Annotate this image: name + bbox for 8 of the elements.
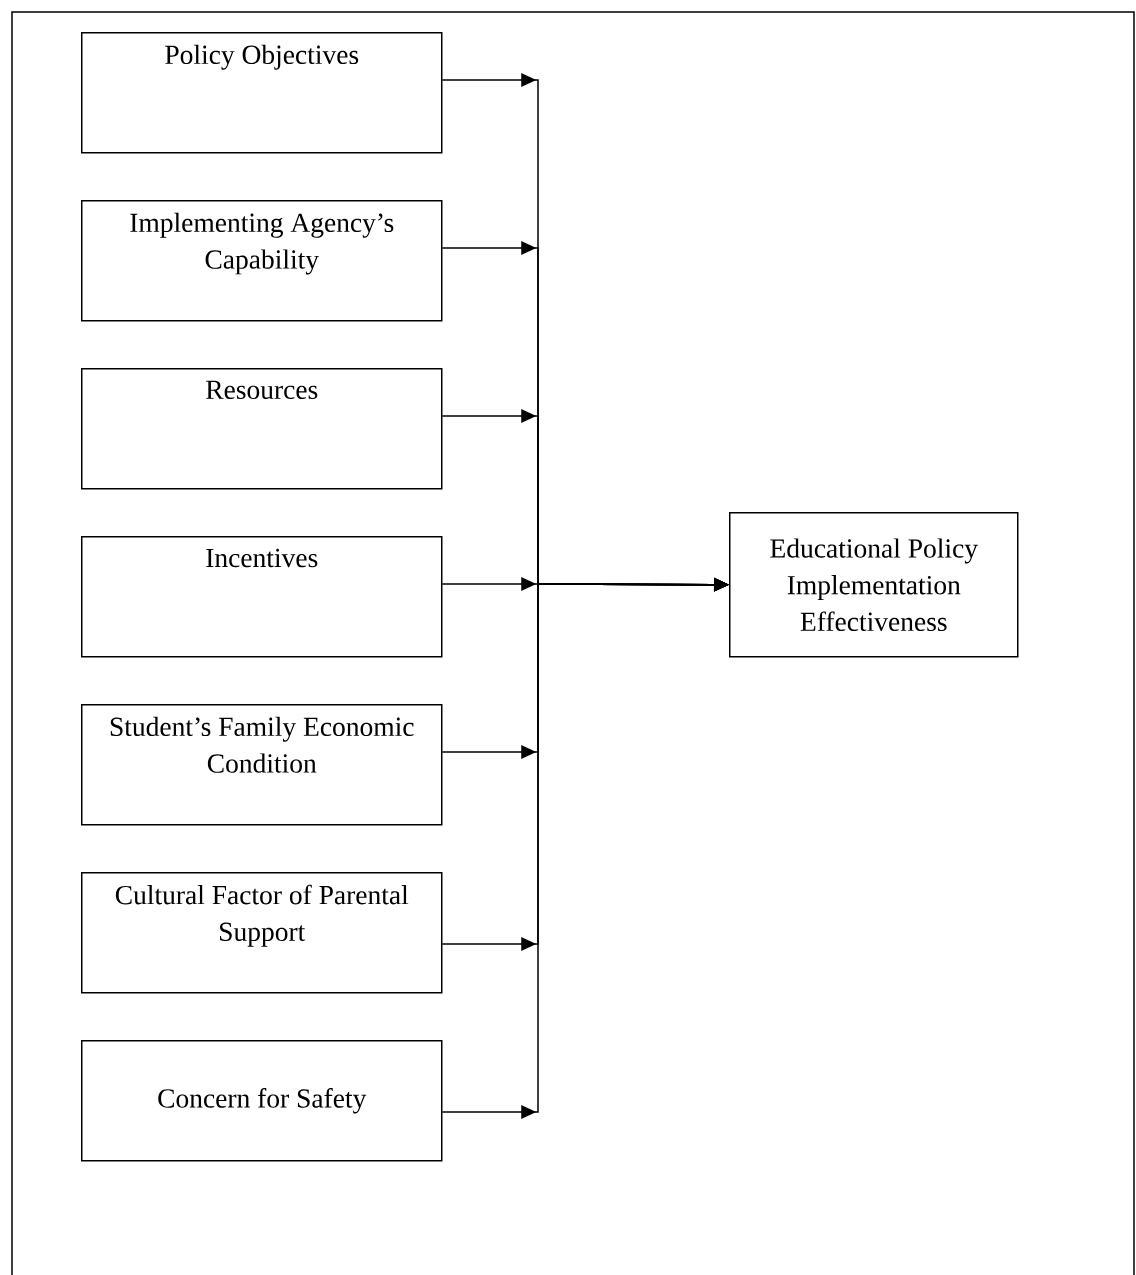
factor-box: Cultural Factor of Parental Support — [81, 872, 443, 994]
factor-box: Incentives — [81, 536, 443, 658]
factor-box: Student’s Family Economic Condition — [81, 704, 443, 826]
factor-box: Implementing Agency’s Capability — [81, 200, 443, 322]
factor-box: Resources — [81, 368, 443, 490]
factor-box: Educational Policy Implementation Effectiveness — [729, 512, 1019, 658]
factor-box: Policy Objectives — [81, 32, 443, 154]
factor-box: Concern for Safety — [81, 1040, 443, 1162]
